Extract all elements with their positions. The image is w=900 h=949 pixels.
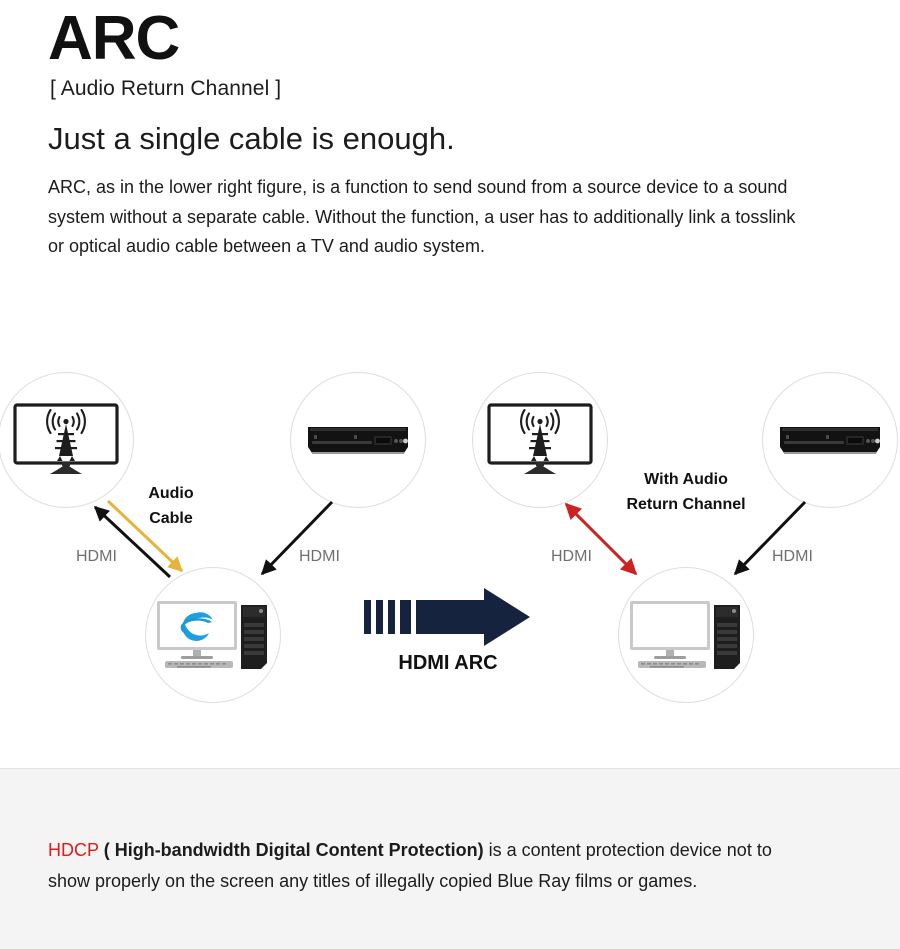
node-pc-left [145, 567, 281, 703]
desktop-computer-browser-icon [157, 601, 267, 669]
hdmi-arc-caption: HDMI ARC [398, 652, 498, 674]
hdcp-panel: HDCP ( High-bandwidth Digital Content Pr… [0, 768, 900, 949]
blu-ray-player-icon [308, 427, 408, 454]
label-audio-cable-line2: Cable [149, 509, 193, 527]
hdcp-rest: is a content protection device not to sh… [48, 840, 772, 891]
node-tv-right [472, 372, 608, 508]
node-player-left [290, 372, 426, 508]
label-audio-cable: Audio Cable [140, 482, 202, 532]
page-header: ARC [ Audio Return Channel ] Just a sing… [0, 0, 900, 262]
blu-ray-player-icon [780, 427, 880, 454]
hdcp-paragraph: HDCP ( High-bandwidth Digital Content Pr… [48, 835, 808, 897]
television-antenna-icon [487, 403, 593, 474]
label-with-arc-line1: With Audio [644, 471, 728, 488]
label-hdmi-right-2: HDMI [772, 548, 813, 565]
label-with-arc: With Audio Return Channel [610, 468, 762, 518]
page-title: ARC [48, 4, 180, 73]
tagline: Just a single cable is enough. [48, 121, 455, 157]
arc-diagram: Audio Cable HDMI HDMI With Audio Return … [0, 360, 900, 760]
node-tv-left [0, 372, 134, 508]
page-subtitle: [ Audio Return Channel ] [50, 77, 282, 101]
node-pc-right [618, 567, 754, 703]
desktop-computer-icon [630, 601, 740, 669]
label-hdmi-left-2: HDMI [299, 548, 340, 565]
intro-paragraph: ARC, as in the lower right figure, is a … [48, 177, 796, 257]
hdmi-arc-graphic [362, 588, 534, 650]
hdmi-arc-arrow-icon [364, 588, 530, 646]
label-hdmi-right-1: HDMI [551, 548, 592, 565]
hdcp-expansion: ( High-bandwidth Digital Content Protect… [103, 840, 484, 860]
internet-explorer-logo [180, 612, 213, 641]
hdcp-acronym: HDCP [48, 840, 99, 860]
label-audio-cable-line1: Audio [148, 485, 194, 502]
television-antenna-icon [13, 403, 119, 474]
label-with-arc-line2: Return Channel [626, 495, 746, 513]
label-hdmi-left-1: HDMI [76, 548, 117, 565]
node-player-right [762, 372, 898, 508]
